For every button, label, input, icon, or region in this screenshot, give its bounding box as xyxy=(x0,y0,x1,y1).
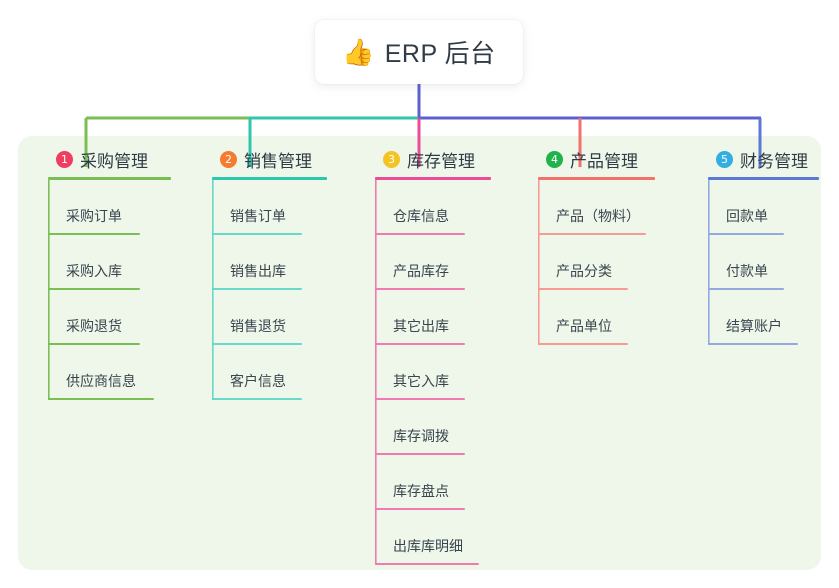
leaf-item[interactable]: 采购退货 xyxy=(36,290,171,345)
leaf-item[interactable]: 其它入库 xyxy=(363,345,491,400)
leaf-item-label: 产品分类 xyxy=(556,263,612,279)
branch-header-rule-2 xyxy=(212,177,327,180)
leaf-item-label: 产品单位 xyxy=(556,318,612,334)
leaf-item-rule xyxy=(48,288,140,290)
leaf-item-rule xyxy=(708,288,784,290)
leaf-item[interactable]: 销售订单 xyxy=(200,180,327,235)
leaf-item-label: 供应商信息 xyxy=(66,373,136,389)
leaf-item-label: 销售退货 xyxy=(230,318,286,334)
branches-panel xyxy=(18,136,821,570)
branch-title-5: 财务管理 xyxy=(740,151,808,171)
leaf-item[interactable]: 仓库信息 xyxy=(363,180,491,235)
leaf-item-label: 其它入库 xyxy=(393,373,449,389)
branch-column-2: 2 销售管理销售订单销售出库销售退货客户信息 xyxy=(200,146,327,400)
leaf-item-rule xyxy=(375,508,465,510)
leaf-item[interactable]: 出库库明细 xyxy=(363,510,491,565)
leaf-item-rule xyxy=(538,343,628,345)
leaf-item[interactable]: 销售出库 xyxy=(200,235,327,290)
leaf-item-rule xyxy=(212,398,302,400)
root-node-title: ERP 后台 xyxy=(384,40,496,68)
leaf-item-rule xyxy=(212,288,302,290)
leaf-item-rule xyxy=(48,233,140,235)
leaf-item-rule xyxy=(538,288,628,290)
branch-badge-5: 5 xyxy=(716,150,733,168)
leaf-item[interactable]: 产品分类 xyxy=(526,235,655,290)
leaf-item-label: 采购退货 xyxy=(66,318,122,334)
leaf-item-label: 产品（物料） xyxy=(556,208,640,224)
leaf-item-label: 出库库明细 xyxy=(393,538,463,554)
branch-column-4: 4 产品管理产品（物料） 产品分类产品单位 xyxy=(526,146,655,345)
leaf-item-label: 采购订单 xyxy=(66,208,122,224)
leaf-item-label: 库存调拨 xyxy=(393,428,449,444)
leaf-item-rule xyxy=(375,288,465,290)
branch-header-2[interactable]: 2 销售管理 xyxy=(200,146,327,172)
leaf-item-label: 付款单 xyxy=(726,263,768,279)
root-node[interactable]: 👍 ERP 后台 xyxy=(315,20,523,84)
leaf-item-label: 其它出库 xyxy=(393,318,449,334)
leaf-item[interactable]: 付款单 xyxy=(696,235,819,290)
leaf-item-label: 客户信息 xyxy=(230,373,286,389)
branch-header-rule-1 xyxy=(48,177,171,180)
leaf-item-label: 采购入库 xyxy=(66,263,122,279)
branch-title-2: 销售管理 xyxy=(244,151,312,171)
leaf-item[interactable]: 库存调拨 xyxy=(363,400,491,455)
leaf-item-rule xyxy=(375,343,465,345)
leaf-item-rule xyxy=(708,233,784,235)
leaf-item[interactable]: 产品单位 xyxy=(526,290,655,345)
leaf-item-rule xyxy=(375,398,465,400)
leaf-item-rule xyxy=(538,233,646,235)
branch-title-1: 采购管理 xyxy=(80,151,148,171)
leaf-item[interactable]: 回款单 xyxy=(696,180,819,235)
root-node-content: 👍 ERP 后台 xyxy=(342,34,495,70)
leaf-item-rule xyxy=(212,233,302,235)
leaf-item-label: 结算账户 xyxy=(726,318,782,334)
branch-header-rule-3 xyxy=(375,177,491,180)
leaf-item-rule xyxy=(375,453,465,455)
branch-column-5: 5 财务管理回款单付款单结算账户 xyxy=(696,146,819,345)
leaf-item-rule xyxy=(48,398,154,400)
leaf-item-label: 回款单 xyxy=(726,208,768,224)
leaf-item-label: 销售订单 xyxy=(230,208,286,224)
leaf-item[interactable]: 采购入库 xyxy=(36,235,171,290)
leaf-item[interactable]: 产品库存 xyxy=(363,235,491,290)
branch-header-rule-4 xyxy=(538,177,655,180)
branch-header-4[interactable]: 4 产品管理 xyxy=(526,146,655,172)
branch-header-rule-5 xyxy=(708,177,819,180)
leaf-item-rule xyxy=(708,343,798,345)
leaf-item-label: 销售出库 xyxy=(230,263,286,279)
leaf-item-label: 仓库信息 xyxy=(393,208,449,224)
branch-badge-4: 4 xyxy=(546,150,563,168)
branch-header-3[interactable]: 3 库存管理 xyxy=(363,146,491,172)
leaf-item[interactable]: 产品（物料） xyxy=(526,180,655,235)
leaf-item[interactable]: 采购订单 xyxy=(36,180,171,235)
leaf-item[interactable]: 客户信息 xyxy=(200,345,327,400)
branch-badge-2: 2 xyxy=(220,150,237,168)
leaf-item-rule xyxy=(212,343,302,345)
branch-title-4: 产品管理 xyxy=(570,151,638,171)
leaf-item-rule xyxy=(375,563,479,565)
leaf-item[interactable]: 库存盘点 xyxy=(363,455,491,510)
thumbs-up-icon: 👍 xyxy=(342,37,375,67)
leaf-item[interactable]: 其它出库 xyxy=(363,290,491,345)
leaf-item-label: 产品库存 xyxy=(393,263,449,279)
leaf-item[interactable]: 结算账户 xyxy=(696,290,819,345)
branch-header-5[interactable]: 5 财务管理 xyxy=(696,146,819,172)
leaf-item-rule xyxy=(48,343,140,345)
branch-title-3: 库存管理 xyxy=(407,151,475,171)
leaf-item-rule xyxy=(375,233,465,235)
branch-header-1[interactable]: 1 采购管理 xyxy=(36,146,171,172)
branch-column-3: 3 库存管理仓库信息产品库存其它出库其它入库库存调拨库存盘点出库库明细 xyxy=(363,146,491,565)
branch-badge-3: 3 xyxy=(383,150,400,168)
leaf-item[interactable]: 供应商信息 xyxy=(36,345,171,400)
leaf-item-label: 库存盘点 xyxy=(393,483,449,499)
leaf-item[interactable]: 销售退货 xyxy=(200,290,327,345)
branch-badge-1: 1 xyxy=(56,150,73,168)
branch-column-1: 1 采购管理采购订单采购入库采购退货供应商信息 xyxy=(36,146,171,400)
